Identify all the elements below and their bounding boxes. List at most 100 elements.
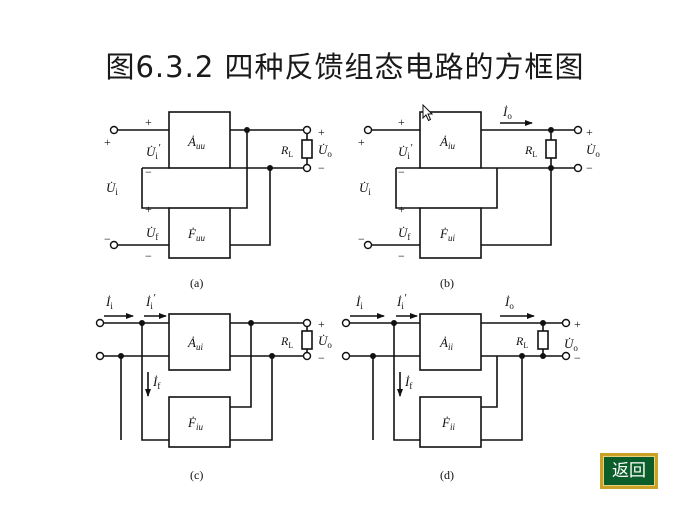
panel-a-sign: + bbox=[104, 135, 111, 149]
panel-a-output-terminal-top bbox=[302, 125, 312, 135]
panel-a-load-resistor bbox=[301, 139, 313, 159]
panel-d-input-terminal-bottom bbox=[341, 351, 351, 361]
panel-d-ii-label: İi bbox=[355, 294, 363, 311]
panel-d-sign: + bbox=[574, 317, 581, 331]
panel-a-uf-label: U̇f bbox=[146, 225, 158, 242]
panel-d-sign: − bbox=[574, 351, 581, 365]
panel-c-input-terminal-bottom bbox=[95, 351, 105, 361]
panel-b-io-label: İo bbox=[502, 104, 512, 121]
panel-d-junction bbox=[519, 353, 525, 359]
panel-d-output-terminal-top bbox=[561, 318, 571, 328]
panel-b-junction-bottom bbox=[548, 165, 554, 171]
panel-a-sign: − bbox=[318, 161, 325, 175]
panel-b-amp-label: Ȧiu bbox=[439, 134, 455, 151]
panel-b-output-terminal-bottom bbox=[573, 163, 583, 173]
panel-d-rl-label: RL bbox=[515, 334, 528, 350]
panel-d-load-resistor bbox=[537, 330, 549, 350]
panel-d-feedback-block bbox=[419, 396, 482, 448]
panel-c-uo-label: U̇o bbox=[318, 333, 332, 350]
panel-c-amp-label: Ȧui bbox=[187, 335, 203, 352]
panel-b-uip-label: U̇i′ bbox=[398, 142, 413, 161]
panel-a-uip-label: U̇i′ bbox=[146, 142, 161, 161]
panel-a-amplifier-block bbox=[168, 111, 231, 169]
panel-b-output-terminal-top bbox=[573, 125, 583, 135]
panel-c-output-terminal-top bbox=[302, 318, 312, 328]
panel-d-if-label: İf bbox=[404, 374, 412, 391]
panel-c-load-resistor bbox=[301, 330, 313, 350]
panel-b-sign: − bbox=[398, 165, 405, 179]
panel-c-ii-label: İi bbox=[105, 294, 113, 311]
panel-d-junction bbox=[540, 320, 546, 326]
panel-b-sign: − bbox=[586, 161, 593, 175]
panel-d-amp-label: Ȧii bbox=[439, 335, 453, 352]
panel-c-if-label: İf bbox=[152, 374, 160, 391]
panel-b-sign: + bbox=[398, 202, 405, 216]
panel-b-rl-label: RL bbox=[524, 143, 537, 159]
panel-b-sign: + bbox=[398, 115, 405, 129]
panel-a-sign: + bbox=[318, 125, 325, 139]
panel-c-rl-label: RL bbox=[280, 334, 293, 350]
panel-c-caption: (c) bbox=[190, 468, 203, 482]
panel-b-caption: (b) bbox=[440, 276, 454, 290]
panel-a-fb-label: Ḟuu bbox=[187, 226, 205, 243]
panel-b-load-resistor bbox=[545, 139, 557, 159]
panel-c-feedback-block bbox=[168, 396, 231, 448]
panel-c-junction bbox=[118, 353, 124, 359]
panel-a-input-terminal-top bbox=[109, 125, 119, 135]
panel-d-iip-label: İi′ bbox=[396, 292, 407, 311]
panel-a-amp-label: Ȧuu bbox=[187, 134, 205, 151]
panel-b-feedback-block bbox=[419, 207, 482, 259]
panel-a-caption: (a) bbox=[190, 276, 203, 290]
panel-c-output-terminal-bottom bbox=[302, 351, 312, 361]
panel-d-junction bbox=[370, 353, 376, 359]
page-title: 图6.3.2 四种反馈组态电路的方框图 bbox=[105, 50, 585, 84]
panel-b-sign: − bbox=[358, 232, 365, 246]
panel-a-junction-bottom bbox=[267, 165, 273, 171]
panel-a-ui-label: U̇i bbox=[106, 180, 118, 197]
panel-d-amplifier-block bbox=[419, 313, 482, 371]
panel-c-junction bbox=[269, 353, 275, 359]
panel-a-output-terminal-bottom bbox=[302, 163, 312, 173]
panel-c-sign: − bbox=[318, 351, 325, 365]
panel-d-output-terminal-bottom bbox=[561, 351, 571, 361]
panel-d-caption: (d) bbox=[440, 468, 454, 482]
panel-c-junction bbox=[248, 320, 254, 326]
panel-b-sign: + bbox=[586, 125, 593, 139]
panel-d-uo-label: U̇o bbox=[564, 336, 578, 353]
panel-c-iip-label: İi′ bbox=[145, 292, 156, 311]
panel-a-sign: − bbox=[145, 165, 152, 179]
panel-a-sign: + bbox=[145, 115, 152, 129]
panel-c-amplifier-block bbox=[168, 313, 231, 371]
panel-c-input-terminal-top bbox=[95, 318, 105, 328]
back-button[interactable]: 返回 bbox=[600, 453, 658, 489]
panel-c-junction bbox=[139, 320, 145, 326]
panel-c-fb-label: Ḟiu bbox=[187, 415, 203, 432]
panel-a-uo-label: U̇o bbox=[318, 142, 332, 159]
panel-b-uo-label: U̇o bbox=[586, 142, 600, 159]
panel-c: Ȧui Ḟiu İi İi′ İf RL U̇o + − (c) bbox=[95, 292, 332, 482]
panel-d-input-terminal-top bbox=[341, 318, 351, 328]
panel-b-junction-top bbox=[548, 127, 554, 133]
panel-b-input-terminal-top bbox=[363, 125, 373, 135]
mouse-cursor-icon bbox=[422, 104, 434, 122]
panel-a-sign: − bbox=[104, 232, 111, 246]
panel-d: Ȧii Ḟii İi İi′ İo İf RL U̇o + − (d) bbox=[341, 292, 581, 482]
panel-a-sign: + bbox=[145, 202, 152, 216]
panel-b-sign: + bbox=[358, 135, 365, 149]
panel-d-fb-label: Ḟii bbox=[441, 415, 455, 432]
panel-d-junction bbox=[540, 353, 546, 359]
panel-d-junction bbox=[391, 320, 397, 326]
panel-a-input-terminal-bottom bbox=[109, 240, 119, 250]
panel-a-rl-label: RL bbox=[280, 143, 293, 159]
panel-a-sign: − bbox=[145, 249, 152, 263]
panel-a-feedback-block bbox=[168, 207, 231, 259]
panel-b-ui-label: U̇i bbox=[359, 180, 371, 197]
panel-b-sign: − bbox=[398, 249, 405, 263]
panel-b-wires bbox=[368, 129, 578, 246]
panel-b-uf-label: U̇f bbox=[398, 225, 410, 242]
panel-b: Ȧiu Ḟui U̇i U̇i′ U̇f İo RL U̇o + + − + −… bbox=[358, 104, 600, 290]
panel-a-junction-top bbox=[244, 127, 250, 133]
panel-b-input-terminal-bottom bbox=[363, 240, 373, 250]
panel-b-fb-label: Ḟui bbox=[439, 226, 455, 243]
